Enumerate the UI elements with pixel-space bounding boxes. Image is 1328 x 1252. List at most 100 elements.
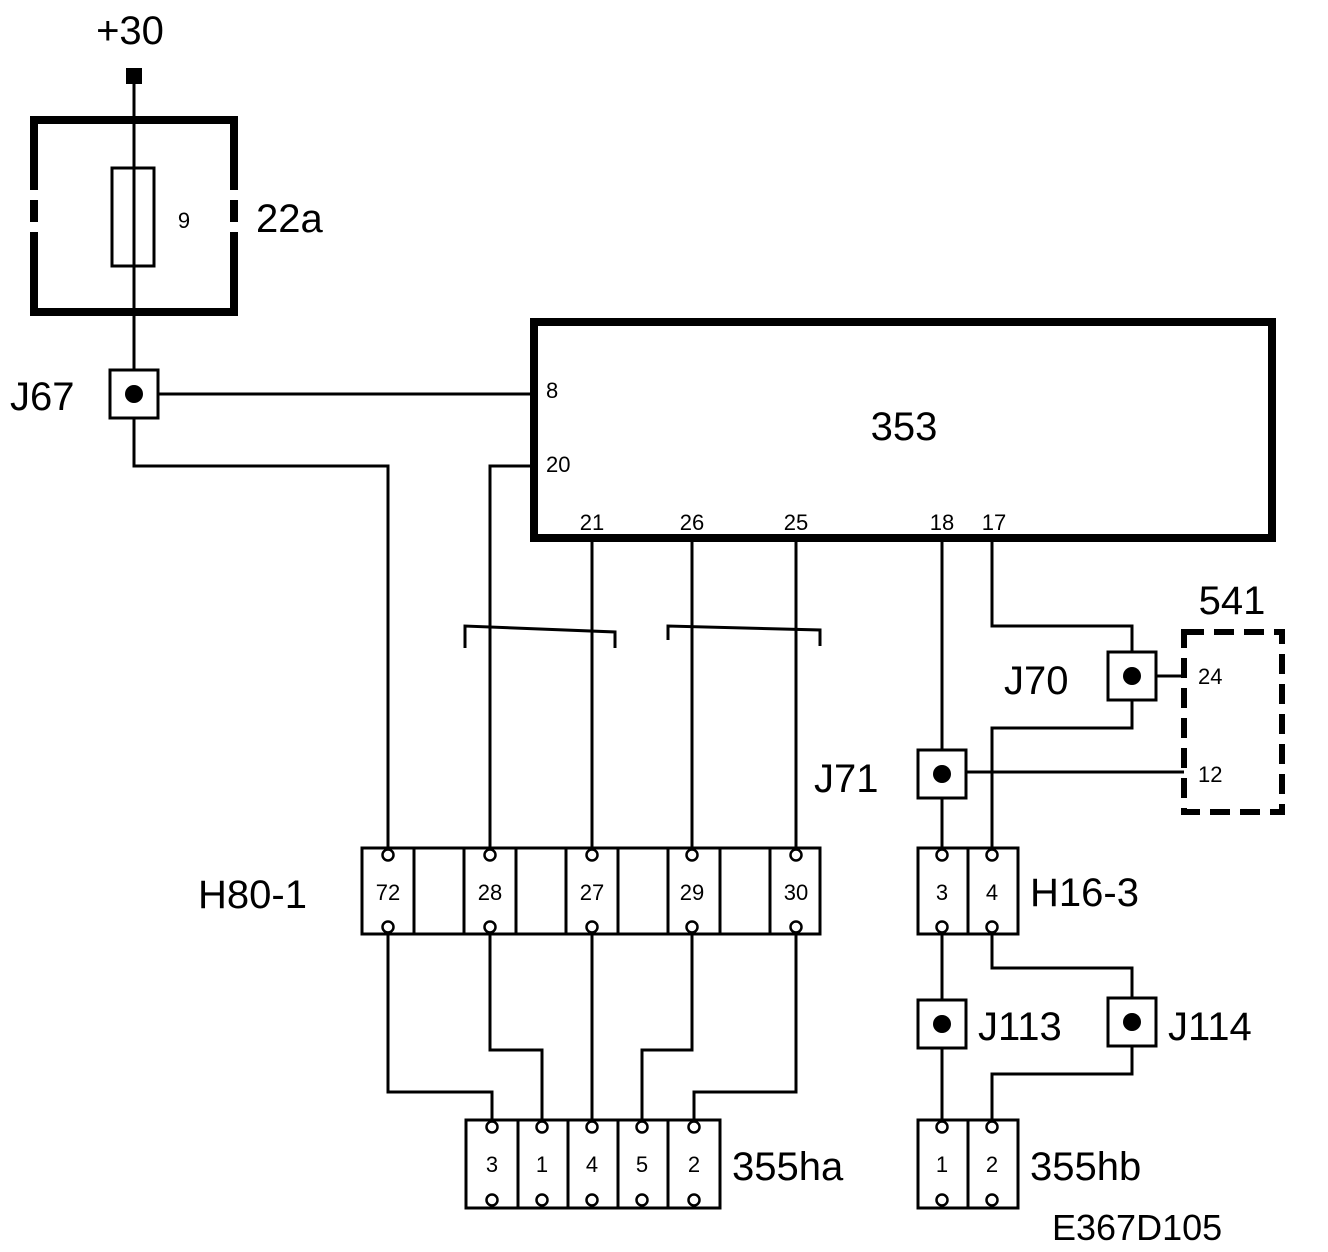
- connector-h80-1-pin: 28: [478, 880, 502, 905]
- pin-hole-icon: [789, 920, 803, 934]
- wire-j67-h80-72: [132, 418, 390, 850]
- connector-355ha-pin: 5: [636, 1152, 648, 1177]
- pin-hole-icon: [687, 1120, 701, 1134]
- connector-h80-1-pin: 29: [680, 880, 704, 905]
- junction-j113-box: [916, 998, 968, 1050]
- wire-h80-72-355ha-3: [386, 930, 494, 1122]
- pin-hole-icon: [483, 848, 497, 862]
- module-541-outline: [1181, 629, 1285, 815]
- ecu-pin-18: 18: [930, 510, 954, 535]
- connector-h16-3: 3 4 H16-3: [916, 846, 1139, 936]
- pin-hole-icon: [485, 1193, 499, 1207]
- junction-j70: J70: [1004, 650, 1158, 703]
- wire-j70-h16-4: [990, 700, 1134, 850]
- junction-j113-label: J113: [978, 1005, 1062, 1049]
- junction-j70-dot-icon: [1123, 667, 1141, 685]
- pin-hole-icon: [935, 1120, 949, 1134]
- connector-355hb: 1 2 355hb: [916, 1118, 1141, 1210]
- fuse-box-outline: [30, 116, 238, 316]
- ecu-pin-26: 26: [680, 510, 704, 535]
- wire-ecu17-j70: [990, 540, 1134, 655]
- connector-h16-3-label: H16-3: [1030, 871, 1139, 915]
- ecu-pin-17: 17: [982, 510, 1006, 535]
- module-541: 541 24 12: [1181, 579, 1285, 815]
- junction-j113-dot-icon: [933, 1015, 951, 1033]
- pin-hole-icon: [789, 848, 803, 862]
- pin-hole-icon: [635, 1120, 649, 1134]
- wire-h80-28-355ha-1: [488, 930, 544, 1122]
- twisted-pair-marker-1: [463, 624, 617, 648]
- junction-j71: J71: [814, 748, 968, 801]
- pin-hole-icon: [585, 848, 599, 862]
- connector-h16-3-pin: 3: [936, 880, 948, 905]
- pin-hole-icon: [485, 1120, 499, 1134]
- junction-j114-dot-icon: [1123, 1013, 1141, 1031]
- junction-j67-label: J67: [10, 375, 75, 419]
- ecu-pin-20: 20: [546, 452, 570, 477]
- connector-h16-3-pin: 4: [986, 880, 998, 905]
- pin-hole-icon: [535, 1120, 549, 1134]
- pin-hole-icon: [535, 1193, 549, 1207]
- pin-hole-icon: [585, 1120, 599, 1134]
- pin-hole-icon: [685, 920, 699, 934]
- pin-hole-icon: [585, 920, 599, 934]
- junction-j67-dot-icon: [125, 385, 143, 403]
- junction-j70-label: J70: [1004, 659, 1069, 703]
- pin-hole-icon: [985, 920, 999, 934]
- junction-j114: J114: [1106, 996, 1252, 1049]
- connector-355ha-label: 355ha: [732, 1145, 844, 1189]
- connector-h80-1-outline: [360, 846, 822, 936]
- connector-355ha-pin: 2: [688, 1152, 700, 1177]
- fuse-label: 22a: [256, 197, 323, 241]
- connector-355hb-pin: 2: [986, 1152, 998, 1177]
- pin-hole-icon: [635, 1193, 649, 1207]
- connector-h80-1-pin: 27: [580, 880, 604, 905]
- pin-hole-icon: [687, 1193, 701, 1207]
- junction-j71-dot-icon: [933, 765, 951, 783]
- pin-hole-icon: [985, 1193, 999, 1207]
- connector-355hb-label: 355hb: [1030, 1145, 1141, 1189]
- supply-label: +30: [96, 9, 164, 53]
- wires: [132, 78, 1184, 1122]
- ecu-353-label: 353: [871, 405, 938, 449]
- fuse-number: 9: [178, 208, 190, 233]
- pin-hole-icon: [935, 848, 949, 862]
- pin-hole-icon: [585, 1193, 599, 1207]
- module-541-pin-12: 12: [1198, 762, 1222, 787]
- ecu-pin-8: 8: [546, 378, 558, 403]
- connector-h80-1: 72 28 27 29 30 H80-1: [198, 846, 822, 936]
- wire-h16-4-j114: [990, 930, 1134, 1000]
- pin-hole-icon: [483, 920, 497, 934]
- connector-355ha: 3 1 4 5 2 355ha: [464, 1118, 844, 1210]
- wire-j114-355hb-2: [990, 1046, 1134, 1122]
- junction-j113: J113: [916, 998, 1062, 1050]
- pin-hole-icon: [985, 1120, 999, 1134]
- pin-hole-icon: [381, 920, 395, 934]
- connector-355ha-pin: 3: [486, 1152, 498, 1177]
- module-541-label: 541: [1199, 579, 1266, 623]
- pin-hole-icon: [935, 920, 949, 934]
- junction-j67: J67: [10, 368, 160, 420]
- ecu-353: 353 8 20 21 26 25 18 17: [530, 318, 1276, 542]
- fuse-box-22a: 9 22a: [30, 116, 323, 316]
- connector-355hb-pin: 1: [936, 1152, 948, 1177]
- connector-h80-1-label: H80-1: [198, 873, 307, 917]
- supply-terminal-icon: [126, 68, 142, 84]
- connector-355ha-pin: 4: [586, 1152, 598, 1177]
- ecu-pin-25: 25: [784, 510, 808, 535]
- junction-j114-label: J114: [1168, 1005, 1252, 1049]
- wire-h80-30-355ha-2: [692, 930, 798, 1122]
- connector-h80-1-pin: 72: [376, 880, 400, 905]
- connector-355ha-pin: 1: [536, 1152, 548, 1177]
- module-541-pin-24: 24: [1198, 664, 1222, 689]
- junction-j71-label: J71: [814, 757, 879, 801]
- drawing-id: E367D105: [1052, 1207, 1222, 1248]
- connector-h80-1-pin: 30: [784, 880, 808, 905]
- wire-h80-29-355ha-5: [640, 930, 694, 1122]
- pin-hole-icon: [935, 1193, 949, 1207]
- twisted-pair-marker-2: [666, 624, 822, 646]
- pin-hole-icon: [685, 848, 699, 862]
- wire-ecu20-h80-28: [488, 464, 534, 850]
- pin-hole-icon: [985, 848, 999, 862]
